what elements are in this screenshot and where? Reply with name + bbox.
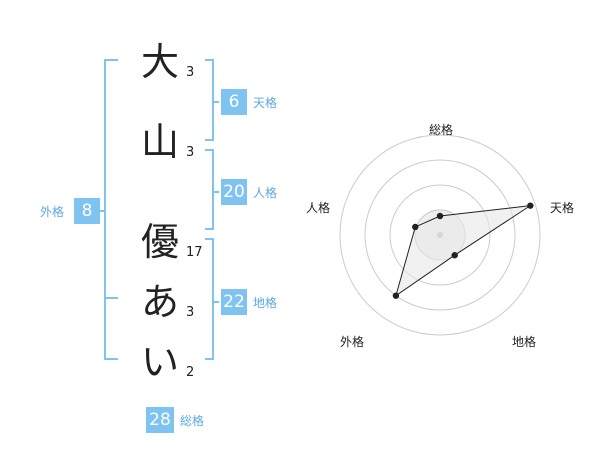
name-char-4: あ <box>140 280 179 324</box>
name-char-5: い <box>140 340 179 384</box>
radar-point-5 <box>412 223 419 231</box>
radar-axis-label-tenkaku: 天格 <box>549 201 574 215</box>
radar-axis-label-chikaku: 地格 <box>511 335 536 349</box>
radar-point-4 <box>392 292 400 299</box>
gaikaku-label: 外格 <box>40 205 65 219</box>
stroke-count-5: 2 <box>186 365 195 380</box>
radar-grid-ring <box>339 134 541 336</box>
jinkaku-label: 人格 <box>253 186 278 200</box>
radar-grid-ring <box>364 159 516 311</box>
stroke-count-2: 3 <box>186 145 195 160</box>
gaikaku-value: 8 <box>74 198 100 224</box>
radar-grid-ring <box>389 184 491 286</box>
gaikaku-bracket <box>104 59 118 360</box>
soukaku-label: 総格 <box>180 414 205 428</box>
name-char-2: 山 <box>140 120 179 164</box>
radar-axis-label-jinkaku: 人格 <box>305 201 330 215</box>
radar-axis-label-gaikaku: 外格 <box>339 335 364 349</box>
tenkaku-label: 天格 <box>253 96 278 110</box>
soukaku-value: 28 <box>146 407 174 433</box>
stroke-count-3: 17 <box>186 245 203 260</box>
radar-point-1 <box>436 212 444 220</box>
radar-axis-label-soukaku: 総格 <box>428 123 453 137</box>
chikaku-value: 22 <box>221 289 247 315</box>
name-char-3: 優 <box>140 220 179 264</box>
radar-points <box>392 202 534 299</box>
name-char-1: 大 <box>140 40 179 84</box>
tenkaku-value: 6 <box>221 89 247 115</box>
jinkaku-value: 20 <box>221 179 247 205</box>
tenkaku-bracket <box>205 59 214 141</box>
chikaku-bracket <box>205 238 214 360</box>
chikaku-label: 地格 <box>253 296 278 310</box>
stroke-count-1: 3 <box>186 65 195 80</box>
stroke-count-4: 3 <box>186 305 195 320</box>
radar-point-3 <box>451 252 458 259</box>
radar-point-2 <box>527 202 534 209</box>
radar-data-polygon <box>395 205 531 297</box>
jinkaku-bracket <box>205 149 214 230</box>
